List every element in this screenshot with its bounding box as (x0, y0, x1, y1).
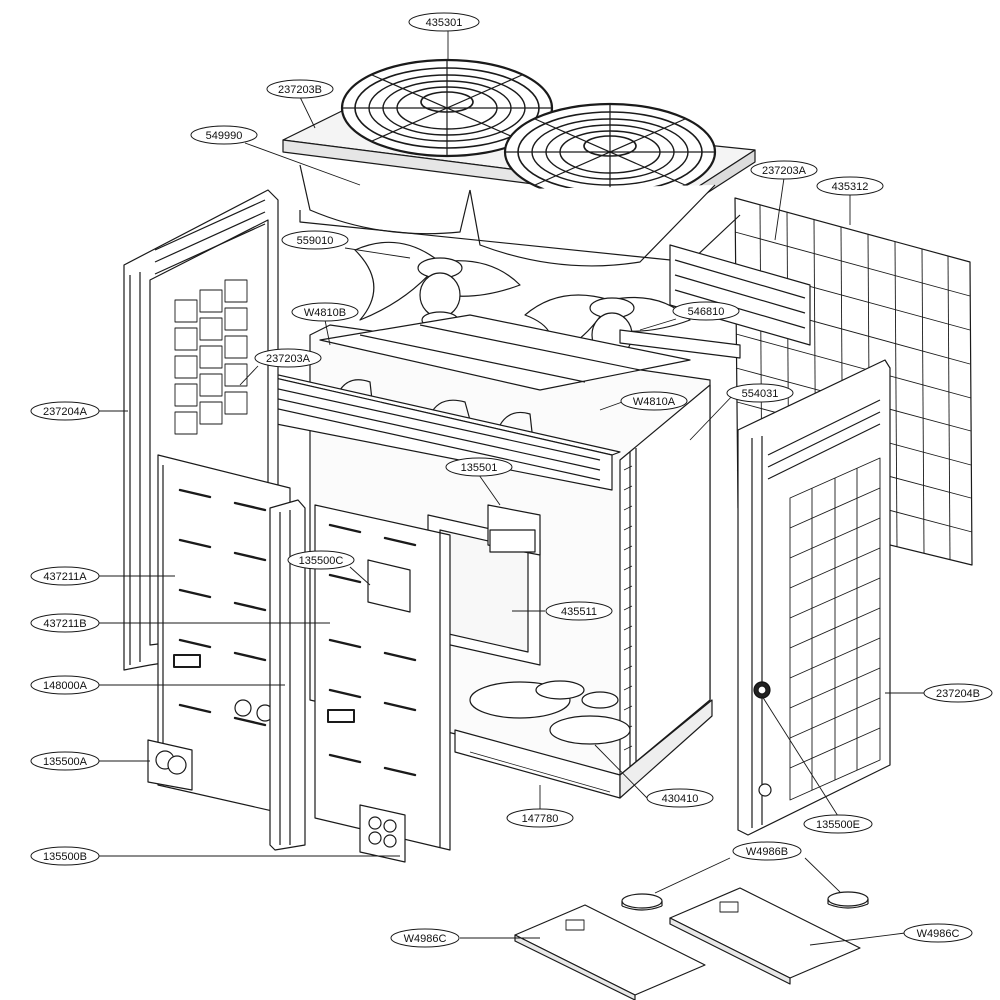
svg-text:135500E: 135500E (816, 819, 860, 831)
part-label: 135500E (803, 814, 873, 834)
svg-text:237203A: 237203A (762, 165, 807, 177)
svg-text:W4986B: W4986B (746, 846, 788, 858)
cover-plate-b (359, 804, 406, 863)
svg-text:135500B: 135500B (43, 851, 87, 863)
svg-text:554031: 554031 (742, 388, 779, 400)
svg-text:435312: 435312 (832, 181, 869, 193)
svg-text:W4986C: W4986C (404, 933, 447, 945)
front-top-plate (204, 359, 621, 491)
front-pillar (269, 499, 306, 851)
svg-text:147780: 147780 (522, 813, 559, 825)
svg-text:559010: 559010 (297, 235, 334, 247)
part-label: 546810 (672, 301, 740, 321)
svg-text:546810: 546810 (688, 306, 725, 318)
part-label: 430410 (646, 788, 714, 808)
leader-lines (99, 30, 925, 946)
part-label: 147780 (506, 808, 574, 828)
part-label: 237204A (30, 401, 100, 421)
svg-text:435511: 435511 (561, 606, 597, 618)
part-label: 135500B (30, 846, 100, 866)
part-label: W4986C (903, 923, 973, 943)
rubber-foot-caps (621, 891, 869, 911)
svg-text:148000A: 148000A (43, 680, 88, 692)
part-label: 237203B (266, 79, 334, 99)
svg-text:437211A: 437211A (43, 571, 87, 583)
part-label: 549990 (190, 125, 258, 145)
part-label: 559010 (281, 230, 349, 250)
svg-text:135500C: 135500C (299, 555, 344, 567)
base-plate-right (669, 887, 861, 985)
part-label: 148000A (30, 675, 100, 695)
svg-text:135500A: 135500A (43, 756, 88, 768)
part-label: 435312 (816, 176, 884, 196)
svg-text:135501: 135501 (461, 462, 498, 474)
part-label: 437211A (30, 566, 100, 586)
part-label: 237203A (254, 348, 322, 368)
part-label-bubbles: 435301 237203B 549990 237203A 435312 559… (30, 12, 993, 948)
part-label: 237203A (750, 160, 818, 180)
front-panel-a (157, 454, 291, 816)
fan-shroud (299, 164, 741, 267)
part-label: 135500C (287, 550, 355, 570)
front-panel-b (314, 504, 451, 851)
svg-text:437211B: 437211B (43, 618, 86, 630)
motor-bracket (619, 244, 811, 359)
part-label: 437211B (30, 613, 100, 633)
svg-text:430410: 430410 (662, 793, 699, 805)
svg-text:237203B: 237203B (278, 84, 322, 96)
part-label: 237204B (923, 683, 993, 703)
svg-text:549990: 549990 (206, 130, 243, 142)
part-label: 135500A (30, 751, 100, 771)
base-plate-left (514, 904, 706, 1000)
fan-guard-left (340, 58, 554, 158)
part-label: 435301 (408, 12, 480, 32)
svg-text:435301: 435301 (426, 17, 463, 29)
svg-text:237204A: 237204A (43, 406, 88, 418)
control-box (427, 504, 541, 666)
part-label: 135501 (445, 457, 513, 477)
svg-text:237203A: 237203A (266, 353, 311, 365)
fan-guard-right (503, 102, 717, 202)
svg-text:W4810A: W4810A (633, 396, 676, 408)
part-label: W4810A (620, 391, 688, 411)
part-label: W4986C (390, 928, 460, 948)
right-side-panel (737, 359, 891, 836)
svg-text:237204B: 237204B (936, 688, 980, 700)
part-label: 435511 (545, 601, 613, 621)
part-label: W4810B (291, 302, 359, 322)
part-label: W4986B (732, 841, 802, 861)
cover-plate-a (147, 739, 193, 791)
part-label: 554031 (726, 383, 794, 403)
svg-text:W4810B: W4810B (304, 307, 346, 319)
propeller-fan-left (354, 241, 521, 329)
svg-text:W4986C: W4986C (917, 928, 960, 940)
